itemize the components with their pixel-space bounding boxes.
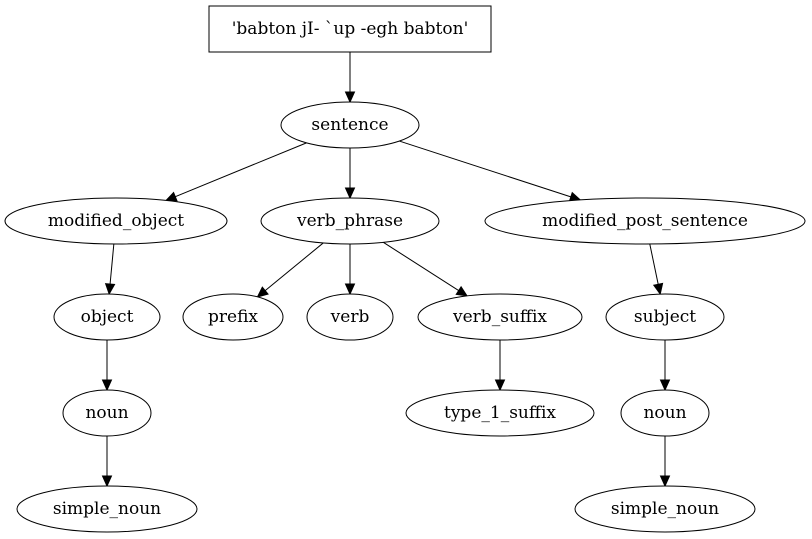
arrowhead-icon: [164, 191, 178, 202]
arrowhead-icon: [101, 379, 113, 392]
node-label: verb_phrase: [296, 211, 403, 231]
node-label: verb_suffix: [452, 307, 547, 327]
edges-layer: [101, 52, 671, 488]
edge-line: [649, 243, 659, 285]
node-root: 'babton jI- `up -egh babton': [208, 5, 492, 53]
edge-noun_right-to-simple_noun_right: [659, 436, 671, 488]
arrowhead-icon: [652, 282, 664, 296]
node-ellipse: [574, 485, 756, 533]
node-verb-suffix: verb_suffix: [417, 293, 583, 341]
arrowhead-icon: [344, 283, 356, 296]
arrowhead-icon: [101, 475, 113, 488]
node-ellipse: [53, 293, 161, 341]
node-label: sentence: [311, 115, 388, 135]
node-label: type_1_suffix: [444, 403, 556, 423]
node-label: noun: [85, 403, 128, 423]
node-noun-left: noun: [62, 389, 152, 437]
node-type-1-suffix: type_1_suffix: [405, 389, 595, 437]
arrowhead-icon: [344, 187, 356, 200]
arrowhead-icon: [104, 283, 116, 296]
arrowhead-icon: [455, 285, 469, 297]
arrowhead-icon: [659, 379, 671, 392]
edge-sentence-to-modified_object: [164, 142, 307, 202]
node-ellipse: [280, 101, 420, 149]
edge-verb_phrase-to-prefix: [256, 242, 324, 298]
edge-sentence-to-modified_post_sentence: [399, 140, 582, 202]
node-ellipse: [405, 389, 595, 437]
node-ellipse: [484, 197, 806, 245]
node-verb: verb: [306, 293, 394, 341]
node-label: 'babton jI- `up -egh babton': [232, 19, 469, 39]
edge-line: [109, 243, 115, 285]
node-simple-noun-left: simple_noun: [16, 485, 198, 533]
edge-subject-to-noun_right: [659, 340, 671, 392]
node-label: subject: [634, 307, 696, 327]
edge-line: [399, 140, 571, 198]
node-label: verb: [330, 307, 370, 327]
edge-object-to-noun_left: [101, 340, 113, 392]
node-object: object: [53, 293, 161, 341]
node-label: object: [81, 307, 134, 327]
node-subject: subject: [605, 293, 725, 341]
node-modified-object: modified_object: [4, 197, 228, 245]
node-label: modified_object: [48, 211, 184, 231]
node-noun-right: noun: [620, 389, 710, 437]
edge-line: [383, 241, 459, 291]
node-label: modified_post_sentence: [542, 211, 748, 231]
node-simple-noun-right: simple_noun: [574, 485, 756, 533]
node-ellipse: [260, 197, 440, 245]
edge-root-to-sentence: [344, 52, 356, 104]
edge-verb_phrase-to-verb_suffix: [383, 241, 469, 297]
node-box: [208, 5, 492, 53]
node-ellipse: [417, 293, 583, 341]
node-ellipse: [16, 485, 198, 533]
node-label: noun: [643, 403, 686, 423]
node-label: simple_noun: [611, 499, 719, 519]
arrowhead-icon: [344, 91, 356, 104]
node-verb-phrase: verb_phrase: [260, 197, 440, 245]
edge-verb_suffix-to-type_1_suffix: [494, 340, 506, 392]
node-prefix: prefix: [182, 293, 284, 341]
node-label: simple_noun: [53, 499, 161, 519]
edge-modified_post_sentence-to-subject: [649, 243, 664, 296]
edge-modified_object-to-object: [104, 243, 116, 296]
node-label: prefix: [208, 307, 258, 327]
node-ellipse: [182, 293, 284, 341]
arrowhead-icon: [494, 379, 506, 392]
edge-verb_phrase-to-verb: [344, 244, 356, 296]
node-ellipse: [605, 293, 725, 341]
node-sentence: sentence: [280, 101, 420, 149]
node-ellipse: [62, 389, 152, 437]
node-ellipse: [306, 293, 394, 341]
edge-line: [175, 142, 307, 198]
node-ellipse: [620, 389, 710, 437]
edge-noun_left-to-simple_noun_left: [101, 436, 113, 488]
edge-line: [264, 242, 324, 291]
nodes-layer: 'babton jI- `up -egh babton' sentence modi…: [4, 5, 806, 533]
edge-sentence-to-verb_phrase: [344, 148, 356, 200]
arrowhead-icon: [256, 286, 269, 298]
node-modified-post-sentence: modified_post_sentence: [484, 197, 806, 245]
arrowhead-icon: [659, 475, 671, 488]
node-ellipse: [4, 197, 228, 245]
